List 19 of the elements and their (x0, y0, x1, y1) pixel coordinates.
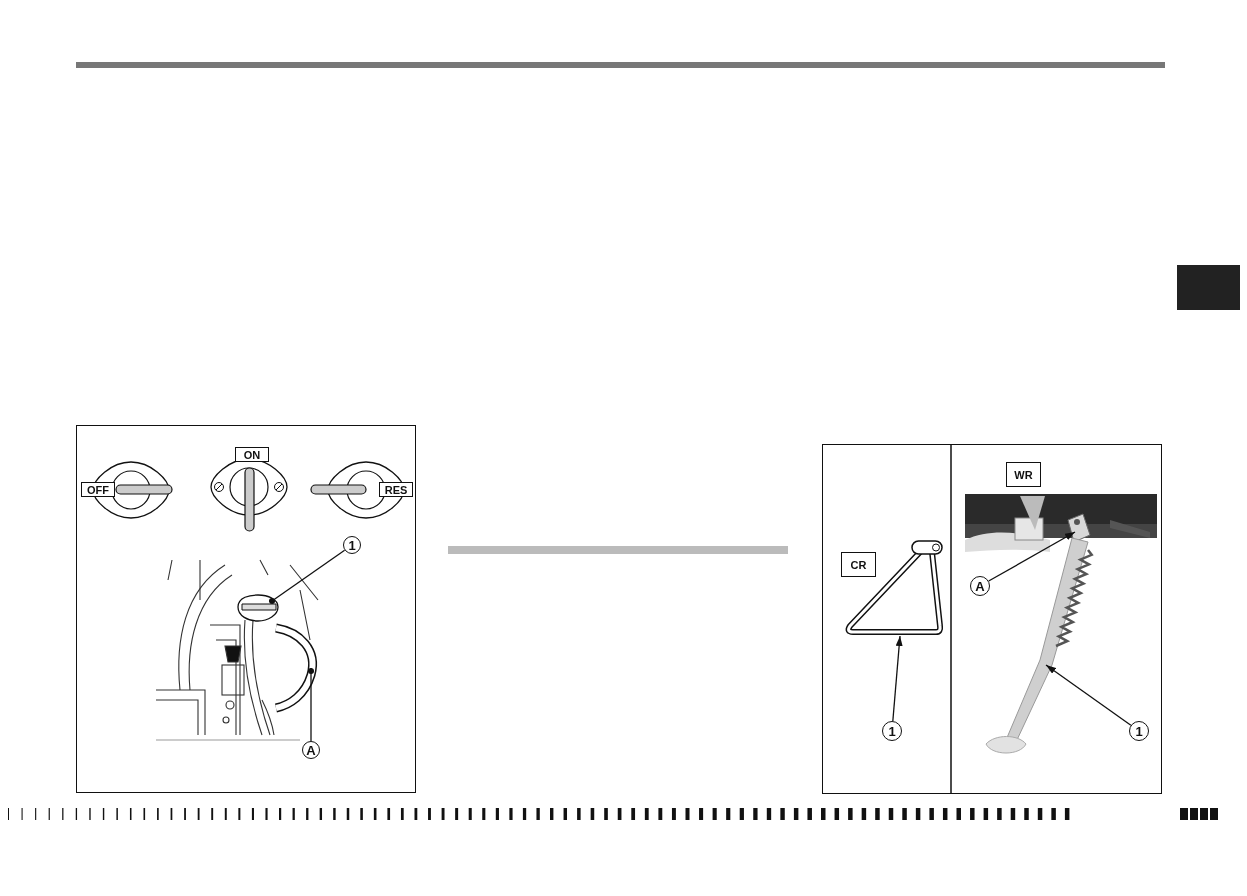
callout-number: 1 (343, 536, 361, 554)
callout-number: A (302, 741, 320, 759)
leader-line (307, 667, 315, 742)
fuel-cap (237, 594, 279, 622)
position-label: WR (1006, 462, 1041, 487)
position-label: OFF (81, 482, 115, 497)
callout-number: A (970, 576, 990, 596)
position-label: RES (379, 482, 413, 497)
callout-number: 1 (1129, 721, 1149, 741)
leader-arrow (988, 531, 1076, 582)
fuel-hose (274, 623, 317, 713)
leader-line (268, 549, 346, 605)
leader-arrow (892, 635, 903, 722)
position-label: CR (841, 552, 876, 577)
callout-number: 1 (882, 721, 902, 741)
triangle-stand-drawing (845, 540, 944, 635)
position-label: ON (235, 447, 269, 462)
leader-arrow (1045, 664, 1132, 726)
sidestand (985, 537, 1094, 754)
